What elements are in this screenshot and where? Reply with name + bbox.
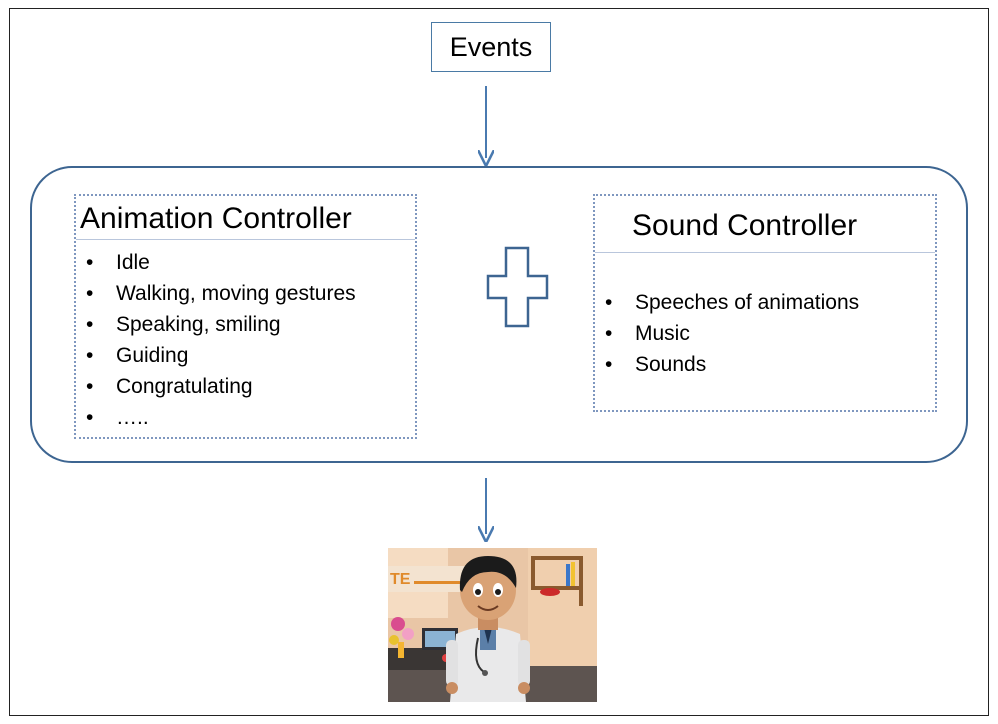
sound-items-list: Speeches of animations Music Sounds — [595, 287, 859, 380]
sound-controller-title: Sound Controller — [632, 209, 858, 242]
wall-sign-text: TE — [390, 571, 411, 588]
events-box: Events — [431, 22, 551, 72]
sound-controller-box: Sound Controller Speeches of animations … — [593, 194, 937, 412]
animation-controller-title: Animation Controller — [80, 202, 352, 235]
title-divider — [595, 252, 935, 253]
events-label: Events — [449, 31, 533, 62]
list-item: Music — [595, 318, 859, 349]
list-item: Sounds — [595, 349, 859, 380]
controllers-container — [30, 166, 968, 463]
animation-controller-box: Animation Controller Idle Walking, movin… — [74, 194, 417, 439]
diagram-frame — [9, 8, 989, 716]
list-item: Congratulating — [76, 371, 356, 402]
list-item: Guiding — [76, 340, 356, 371]
list-item: Walking, moving gestures — [76, 278, 356, 309]
animated-doctor-character-illustration: TE — [388, 548, 597, 702]
list-item: Idle — [76, 247, 356, 278]
list-item: Speaking, smiling — [76, 309, 356, 340]
animation-items-list: Idle Walking, moving gestures Speaking, … — [76, 247, 356, 433]
list-item: ….. — [76, 402, 356, 433]
list-item: Speeches of animations — [595, 287, 859, 318]
title-divider — [76, 239, 415, 240]
